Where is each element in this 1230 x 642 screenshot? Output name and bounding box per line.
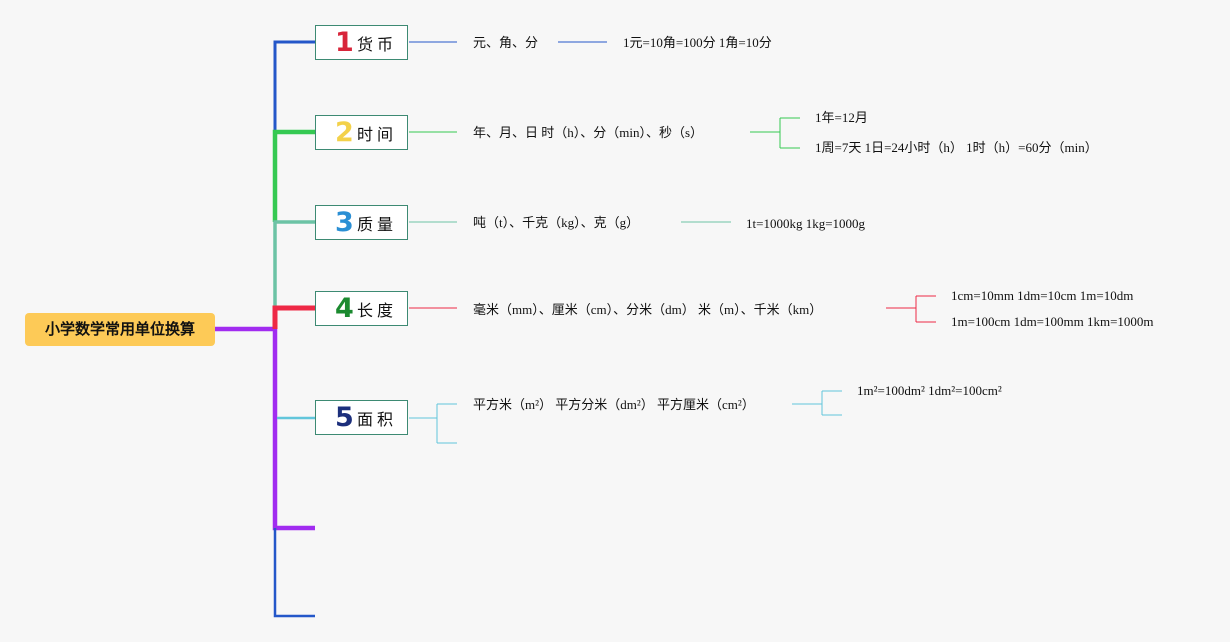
number-badge-2: 2: [335, 116, 354, 148]
connector-time-topic: [409, 117, 800, 149]
mass-subtopic[interactable]: 吨（t）、千克（kg）、克（g）: [473, 215, 640, 230]
area-detail-1[interactable]: 1m²=100dm² 1dm²=100cm²: [857, 383, 1002, 398]
number-badge-4: 4: [335, 292, 354, 324]
connector-empty-branch-blue: [273, 528, 315, 618]
branch-topic-mass[interactable]: 3 质量: [315, 205, 408, 240]
branch-label-time: 时间: [357, 124, 398, 144]
branch-topic-money[interactable]: 1 货币: [315, 25, 408, 60]
branch-topic-length[interactable]: 4 长度: [315, 291, 408, 326]
time-detail-1[interactable]: 1年=12月: [815, 110, 868, 125]
time-subtopic[interactable]: 年、月、日 时（h）、分（min）、秒（s）: [473, 125, 704, 140]
connector-root-empty-branch-purple: [215, 326, 315, 531]
mass-detail-1[interactable]: 1t=1000kg 1kg=1000g: [746, 216, 866, 231]
length-detail-2[interactable]: 1m=100cm 1dm=100mm 1km=1000m: [951, 314, 1154, 329]
connector-branch-mass: [273, 220, 315, 308]
connector-branch-time: [272, 129, 315, 222]
branch-topic-time[interactable]: 2 时间: [315, 115, 408, 150]
number-badge-1: 1: [335, 26, 354, 58]
number-badge-5: 5: [335, 401, 354, 433]
connector-length-topic: [409, 295, 936, 323]
branch-label-area: 面积: [357, 409, 398, 429]
branch-label-money: 货币: [357, 34, 398, 54]
connector-area-topic: [409, 390, 842, 444]
time-detail-2[interactable]: 1周=7天 1日=24小时（h） 1时（h）=60分（min）: [815, 140, 1098, 155]
branch-topic-area[interactable]: 5 面积: [315, 400, 408, 435]
root-topic[interactable]: 小学数学常用单位换算: [25, 313, 215, 346]
connector-branch-money: [273, 40, 315, 132]
length-detail-1[interactable]: 1cm=10mm 1dm=10cm 1m=10dm: [951, 288, 1134, 303]
money-detail-1[interactable]: 1元=10角=100分 1角=10分: [623, 35, 772, 50]
length-subtopic[interactable]: 毫米（mm）、厘米（cm）、分米（dm） 米（m）、千米（km）: [473, 302, 823, 317]
area-subtopic[interactable]: 平方米（m²） 平方分米（dm²） 平方厘米（cm²）: [473, 397, 755, 412]
connector-branch-length: [272, 305, 315, 329]
branch-label-length: 长度: [357, 300, 398, 320]
branch-label-mass: 质量: [357, 214, 398, 234]
money-subtopic[interactable]: 元、角、分: [473, 35, 539, 50]
number-badge-3: 3: [335, 206, 354, 238]
